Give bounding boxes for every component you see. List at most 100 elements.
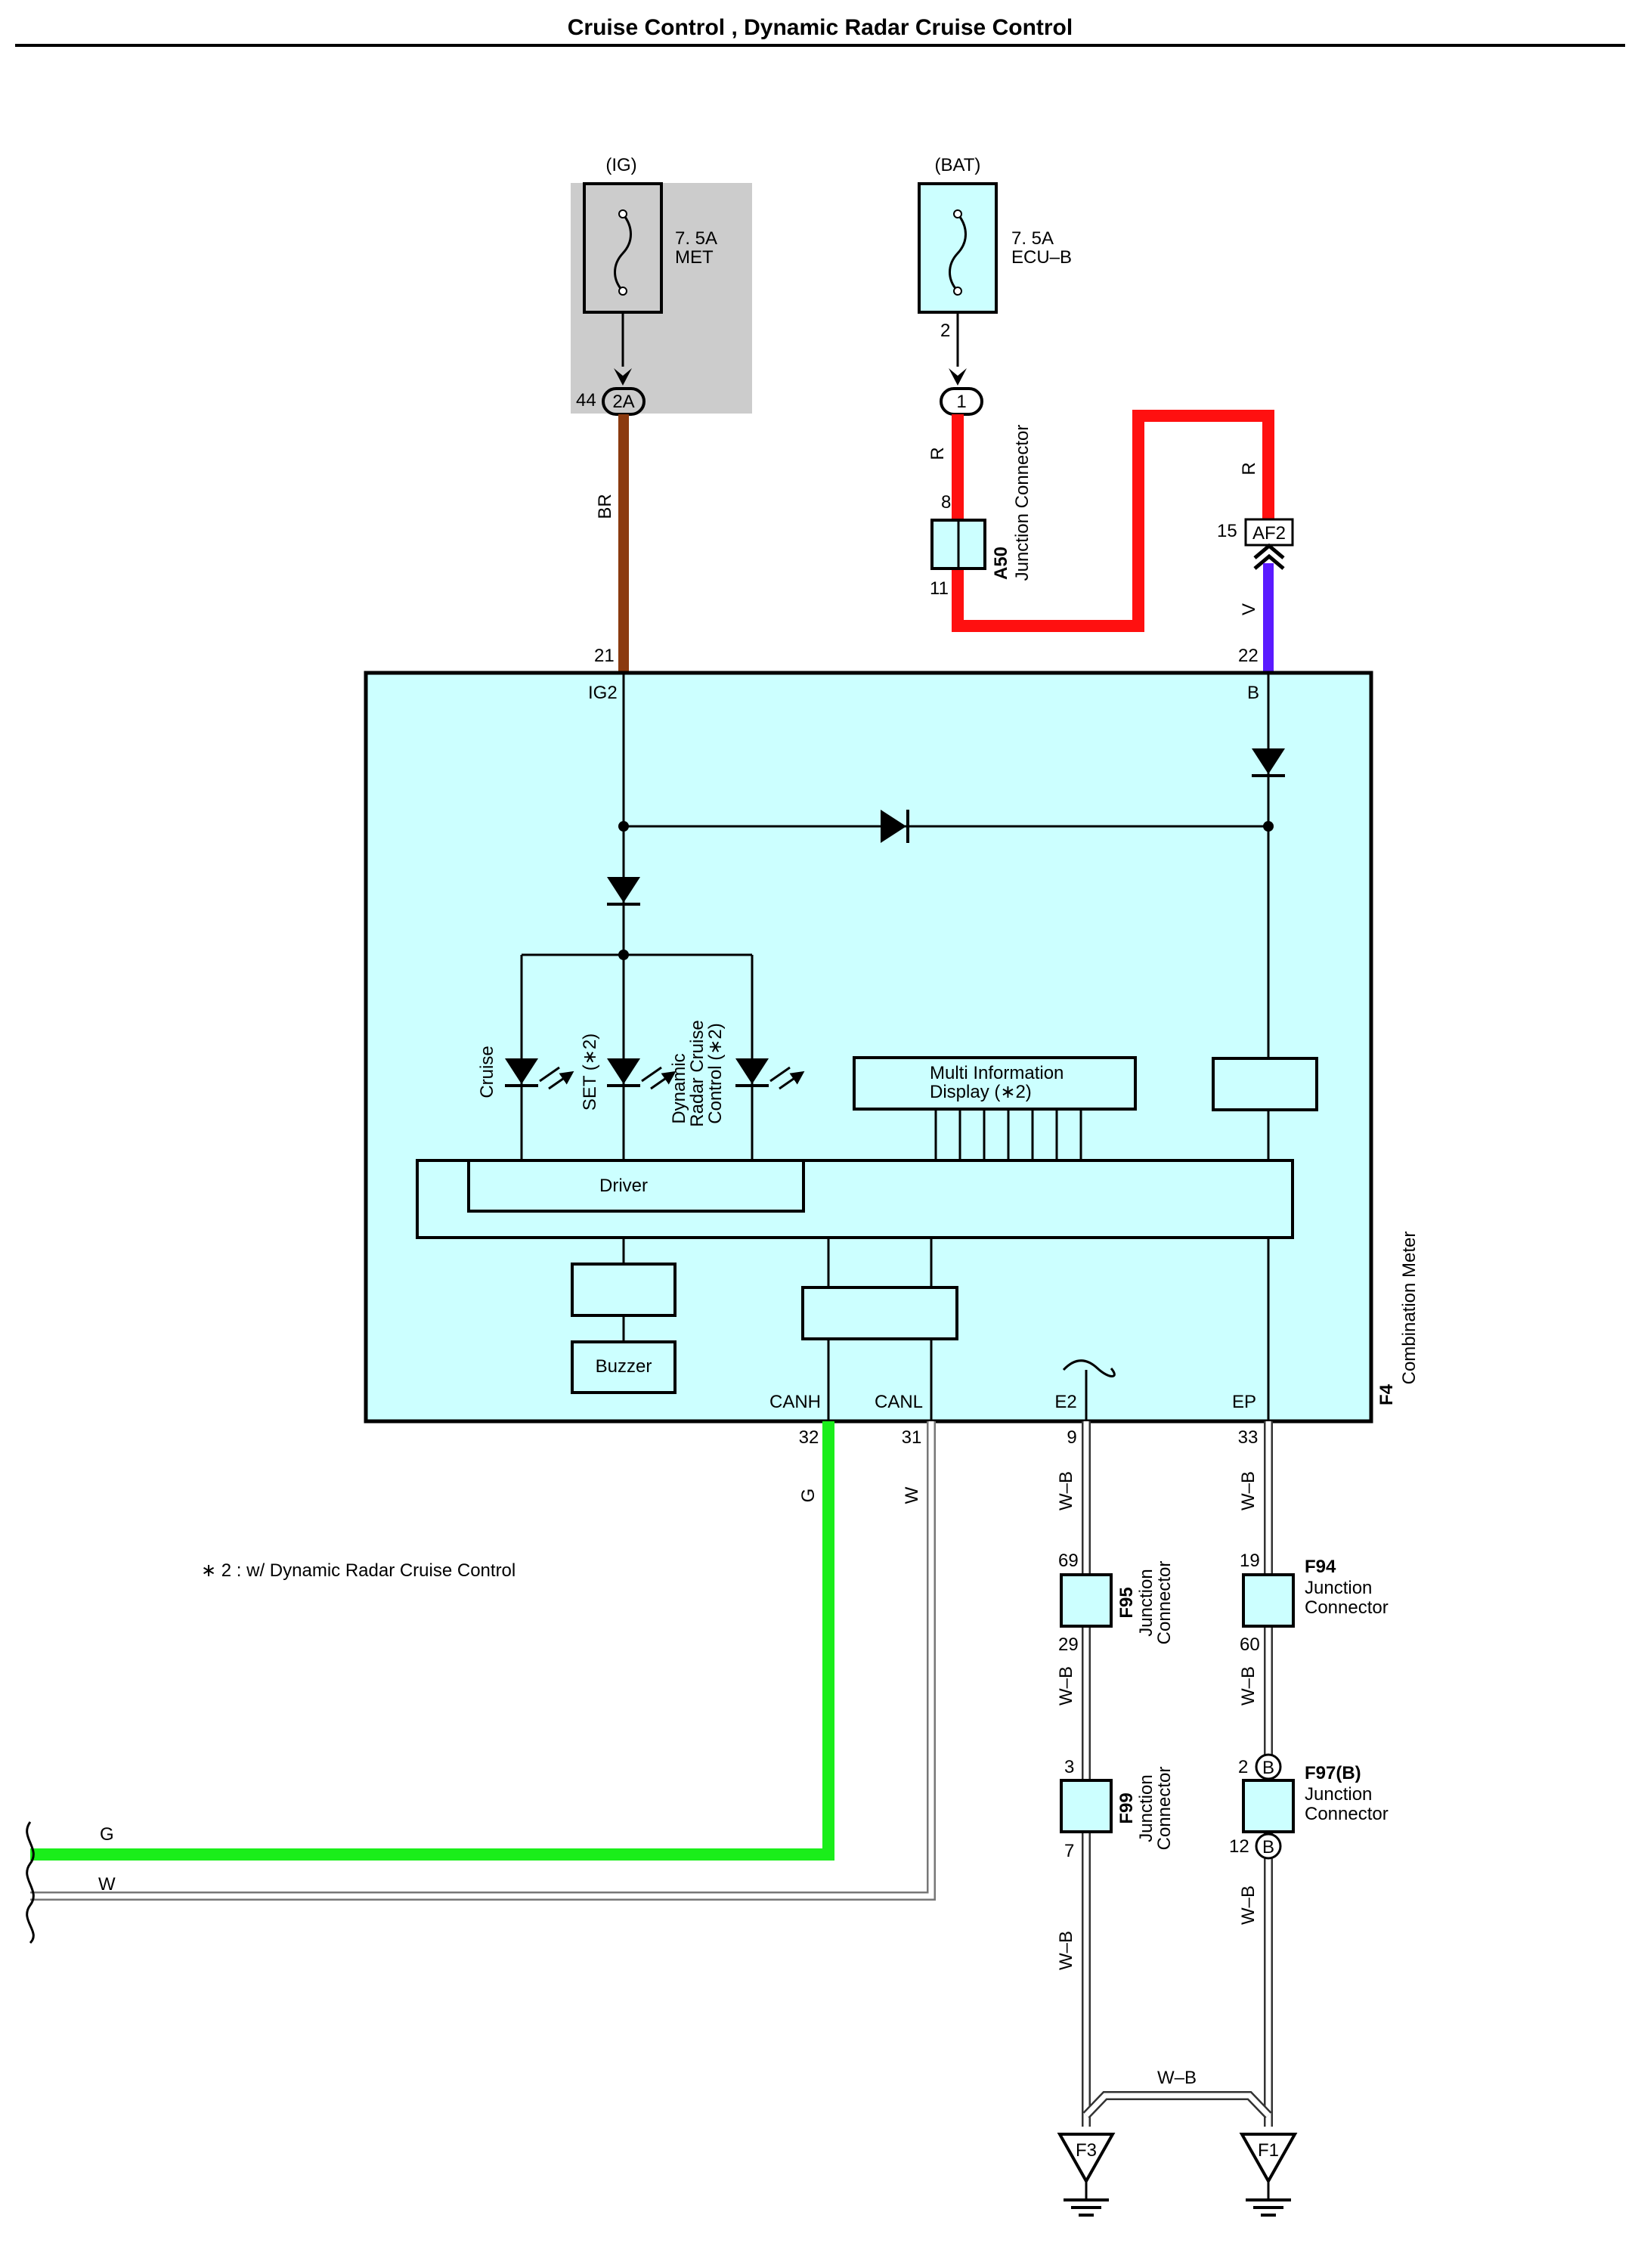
meter-ig2-pin-num: 21 <box>594 646 615 666</box>
junction-dot-2 <box>1263 821 1274 832</box>
connector-f94-pin-out: 60 <box>1240 1634 1260 1655</box>
connector-f99-name2: Connector <box>1154 1767 1175 1851</box>
connector-f95-name1: Junction <box>1136 1569 1156 1636</box>
meter-e2-label: E2 <box>1054 1392 1076 1412</box>
led-cruise <box>505 1058 568 1090</box>
page-title: Cruise Control , Dynamic Radar Cruise Co… <box>568 15 1073 40</box>
connector-f94-code: F94 <box>1305 1557 1336 1577</box>
fuse-met-node-bottom <box>618 287 627 296</box>
connector-f97-code: F97(B) <box>1305 1763 1361 1783</box>
indicator-drcc-label-1: Dynamic <box>669 1053 689 1123</box>
connector-f95-pin-out: 29 <box>1058 1634 1079 1655</box>
wire-wb-e2-group: W–B W–B W–B <box>1056 1421 1091 2127</box>
ground-f3-triangle <box>1057 2133 1116 2185</box>
wire-w <box>30 1421 934 1899</box>
connector-f97-badge-bottom <box>1255 1833 1282 1860</box>
connector-f95-pin-in: 69 <box>1058 1551 1079 1571</box>
ground-f3-label: F3 <box>1076 2140 1097 2161</box>
diode-b <box>1252 748 1285 777</box>
connector-f99: 3 7 F99 Junction Connector <box>1060 1757 1175 1861</box>
wire-w-left-label: W <box>98 1874 116 1895</box>
connector-f95: 69 29 F95 Junction Connector <box>1058 1551 1175 1655</box>
connector-f97-pin-in: 2 <box>1238 1757 1248 1777</box>
meter-canl-label: CANL <box>875 1392 923 1412</box>
connector-a50-pin-in: 8 <box>941 492 951 513</box>
connector-f99-body <box>1060 1779 1113 1833</box>
wire-br-label: BR <box>595 494 615 519</box>
fuse-ecub-arrow <box>949 368 967 386</box>
meter-b-label: B <box>1247 683 1259 703</box>
connector-af2: 15 AF2 <box>1217 518 1294 570</box>
diode-b-body <box>1252 748 1285 774</box>
diode-ig2 <box>607 877 640 906</box>
fuse-ecub-name: ECU–B <box>1011 247 1072 268</box>
meter-b-pin-num: 22 <box>1238 646 1259 666</box>
wire-wb-cross-label: W–B <box>1157 2068 1197 2088</box>
led-set <box>607 1058 670 1090</box>
connector-af2-chevron <box>1253 543 1285 570</box>
ground-f1: F1 <box>1239 2133 1298 2217</box>
connector-f94-name2: Connector <box>1305 1597 1389 1618</box>
wire-wb-e2-label-2: W–B <box>1056 1666 1076 1706</box>
connector-f95-name2: Connector <box>1154 1561 1175 1645</box>
can-transceiver-block <box>801 1286 958 1340</box>
multi-info-display-line1: Multi Information <box>930 1063 1064 1083</box>
wire-wb-cross <box>1084 2093 1271 2118</box>
connector-f95-body <box>1060 1573 1113 1628</box>
meter-internal-wiring <box>520 673 1270 1421</box>
connector-f97-name2: Connector <box>1305 1804 1389 1824</box>
led-drcc-rays <box>769 1067 799 1090</box>
multi-info-display <box>853 1056 1137 1111</box>
ground-f1-triangle <box>1239 2133 1298 2185</box>
fuse-met-name: MET <box>675 247 714 268</box>
wire-r <box>952 410 1274 632</box>
fuse-ecub-node-top <box>953 209 962 218</box>
footnote: ∗ 2 : w/ Dynamic Radar Cruise Control <box>201 1560 516 1581</box>
wire-v-label: V <box>1239 603 1259 615</box>
meter-right-block <box>1212 1057 1318 1111</box>
fuse-met-node-top <box>618 209 627 218</box>
fuse-met-symbol <box>614 213 632 293</box>
connector-f97-badge-bottom-label: B <box>1262 1837 1274 1857</box>
connector-f94-body <box>1242 1573 1295 1628</box>
e2-tilde <box>1062 1359 1116 1377</box>
wire-wb-cross-outline <box>1082 2091 1272 2119</box>
connector-f97-pin-out: 12 <box>1229 1836 1249 1857</box>
connector-f94-name1: Junction <box>1305 1578 1372 1598</box>
meter-canh-label: CANH <box>769 1392 821 1412</box>
led-drcc <box>735 1058 799 1090</box>
ground-f1-label: F1 <box>1258 2140 1279 2161</box>
wire-g-label: G <box>798 1489 819 1503</box>
wire-break-mark <box>26 1821 35 1944</box>
wire-wb-ep-label-3: W–B <box>1238 1885 1259 1925</box>
connector-af2-body <box>1244 518 1294 547</box>
driver-block <box>467 1159 805 1213</box>
connector-f97-body <box>1242 1779 1295 1833</box>
diode-cross <box>881 810 909 843</box>
led-drcc-body <box>735 1058 769 1084</box>
fuse-met-supply: (IG) <box>605 155 636 175</box>
connector-f99-pin-out: 7 <box>1064 1841 1074 1861</box>
buzzer-driver-block <box>571 1263 677 1317</box>
wire-r2-label: R <box>1239 462 1259 475</box>
meter-ig2-label: IG2 <box>588 683 618 703</box>
fuse-met: (IG) 7. 5A MET 44 2A <box>571 155 752 416</box>
connector-f94: 19 60 F94 Junction Connector <box>1240 1551 1389 1655</box>
wire-wb-ep-label-1: W–B <box>1238 1471 1259 1510</box>
buzzer-block <box>571 1340 677 1394</box>
wire-wb-ep-label-2: W–B <box>1238 1666 1259 1706</box>
meter-name: Combination Meter <box>1399 1232 1420 1385</box>
multi-info-display-line2: Display (∗2) <box>930 1082 1032 1102</box>
led-cruise-body <box>505 1058 538 1084</box>
wire-g <box>30 1421 834 1861</box>
connector-1-label: 1 <box>956 392 966 412</box>
junction-dot-1 <box>618 821 629 832</box>
diode-ig2-body <box>607 877 640 903</box>
ground-f3: F3 <box>1057 2133 1116 2217</box>
fuse-ecub-symbol <box>949 213 967 293</box>
connector-f99-pin-in: 3 <box>1064 1757 1074 1777</box>
connector-f99-code: F99 <box>1116 1792 1137 1823</box>
wire-wb-e2-label-3: W–B <box>1056 1931 1076 1970</box>
driver-label: Driver <box>599 1176 648 1196</box>
